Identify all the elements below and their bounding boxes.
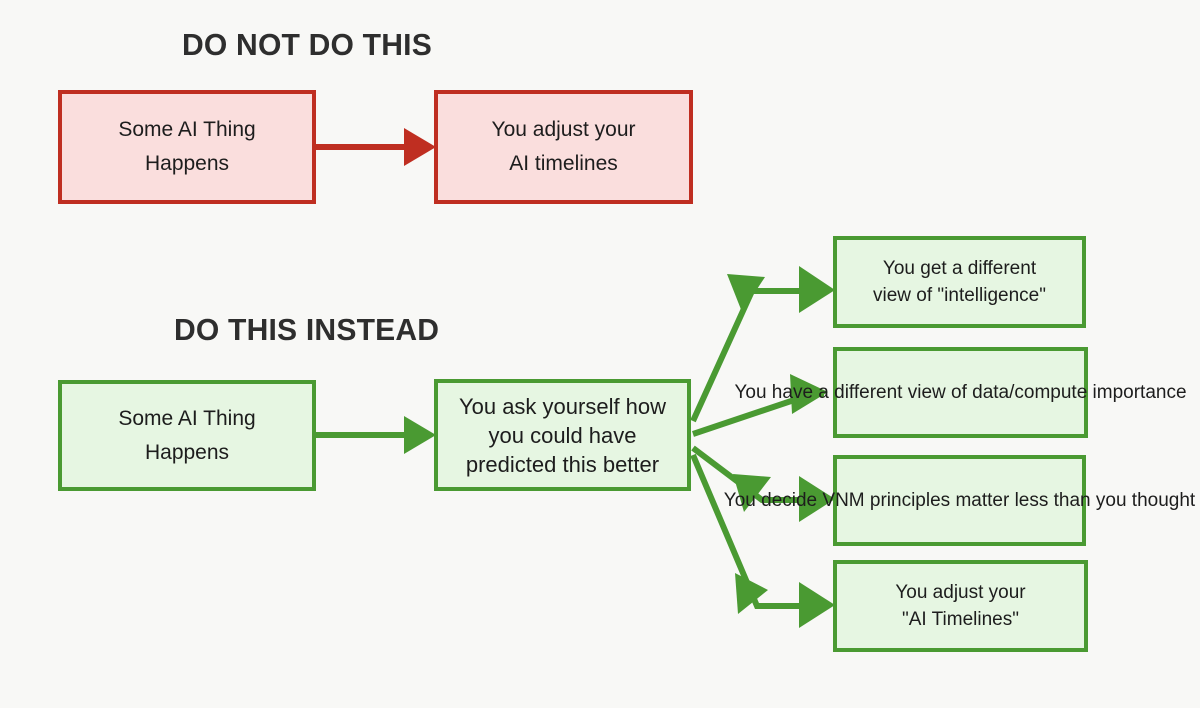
node-good-reflect[interactable]: You ask yourself how you could have pred…: [434, 379, 691, 491]
node-good-source[interactable]: Some AI Thing Happens: [58, 380, 316, 491]
edge-good-source-to-think: [316, 416, 436, 454]
node-bad-result[interactable]: You adjust your AI timelines: [434, 90, 693, 204]
edge-good-think-to-outcome-4: [690, 453, 835, 628]
node-good-reflect-label: You ask yourself how you could have pred…: [458, 393, 667, 477]
section-title-do-instead: DO THIS INSTEAD: [174, 312, 440, 347]
node-outcome-ai-timelines-label: You adjust your "AI Timelines": [895, 582, 1026, 630]
node-outcome-data-compute-label: You have a different view of data/comput…: [734, 382, 1187, 403]
node-outcome-intelligence-label: You get a different view of "intelligenc…: [873, 258, 1046, 306]
node-outcome-vnm-principles[interactable]: You decide VNM principles matter less th…: [724, 455, 1195, 546]
node-good-source-label: Some AI Thing Happens: [118, 406, 256, 464]
node-bad-source[interactable]: Some AI Thing Happens: [58, 90, 316, 204]
node-outcome-vnm-principles-label: You decide VNM principles matter less th…: [723, 490, 1196, 511]
node-outcome-ai-timelines[interactable]: You adjust your "AI Timelines": [833, 560, 1088, 652]
node-outcome-data-compute[interactable]: You have a different view of data/comput…: [734, 347, 1187, 438]
node-outcome-intelligence[interactable]: You get a different view of "intelligenc…: [833, 236, 1086, 328]
edge-bad-source-to-result: [316, 128, 436, 166]
node-bad-source-label: Some AI Thing Happens: [118, 118, 256, 175]
section-title-do-not: DO NOT DO THIS: [182, 27, 432, 62]
node-bad-result-label: You adjust your AI timelines: [491, 118, 636, 175]
